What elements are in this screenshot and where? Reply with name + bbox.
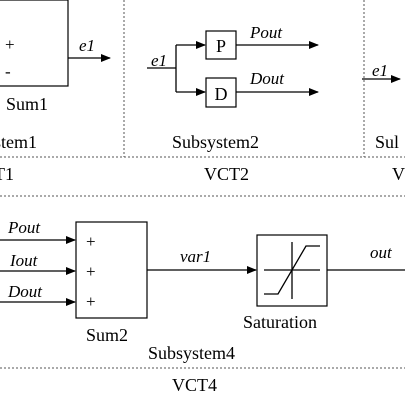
sum1-port-plus: + [5,35,15,54]
sum1-label: Sum1 [6,94,48,114]
pout-label: Pout [249,23,283,42]
saturation-label: Saturation [243,312,317,332]
panel-3: e1 Sul V [362,61,405,184]
subsystem3-label: Sul [375,132,399,152]
sum2-port-1: + [86,232,96,251]
subsystem4-label: Subsystem4 [148,343,235,363]
saturation-curve [264,245,320,295]
vct2-label: VCT2 [204,164,249,184]
vct4-label: VCT4 [172,375,217,395]
p-block-label: P [216,36,226,56]
sum2-port-3: + [86,292,96,311]
out-label: out [370,243,393,262]
subsystem1-label: stem1 [0,132,37,152]
panel-1: + - e1 Sum1 stem1 T1 [0,0,111,184]
var1-label: var1 [180,247,211,266]
p-block[interactable] [205,30,237,60]
sum2-label: Sum2 [86,325,128,345]
sum2-block[interactable] [75,221,148,319]
sum2-port-2: + [86,262,96,281]
vct1-label: T1 [0,164,14,184]
dout-label: Dout [249,69,285,88]
e1-output-label: e1 [79,36,95,55]
d-block-label: D [215,84,228,104]
dout-input-label: Dout [7,282,43,301]
panel-2: e1 P D Pout Dout Subsystem2 VCT2 [147,23,319,184]
e1-input-label-3: e1 [372,61,388,80]
vct3-label: V [392,164,405,184]
pout-input-label: Pout [7,218,41,237]
subsystem2-label: Subsystem2 [172,132,259,152]
panel-4: Pout Iout Dout + + + Sum2 var1 Saturatio… [0,218,405,395]
iout-input-label: Iout [9,251,39,270]
sum1-port-minus: - [5,62,11,81]
sum1-block[interactable] [0,0,69,87]
e1-input-label: e1 [151,51,167,70]
